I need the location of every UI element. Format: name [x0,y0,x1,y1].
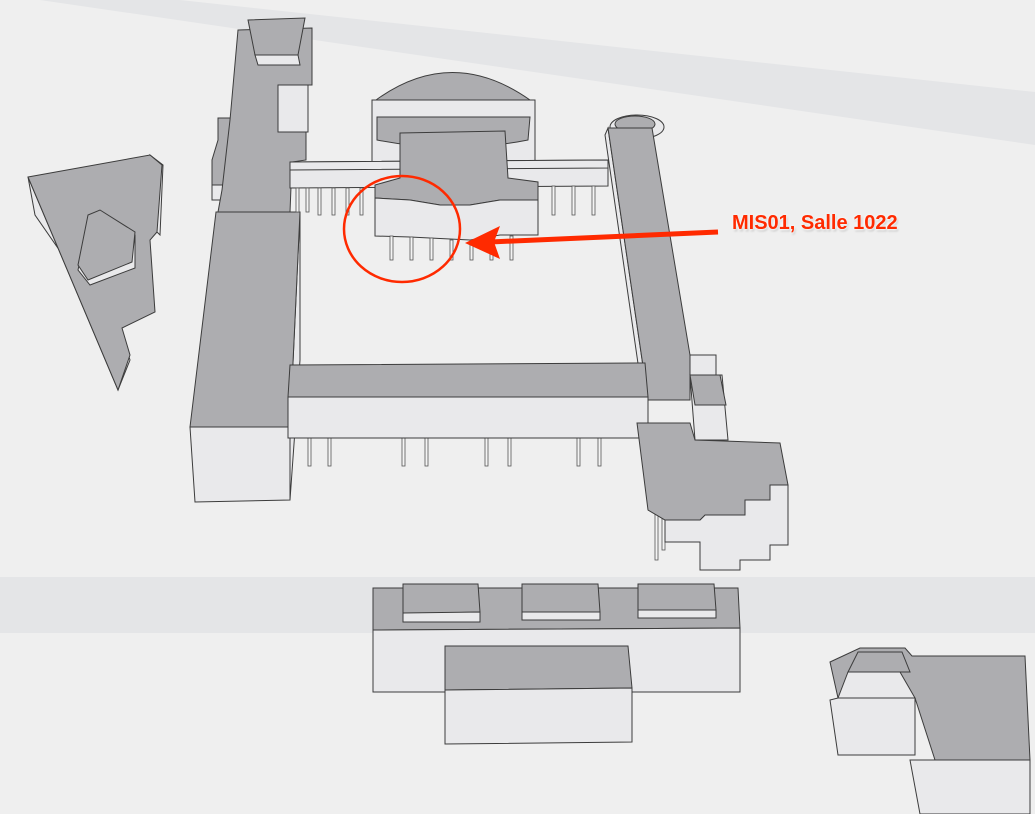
building-northwest-wing[interactable] [211,17,313,213]
pillar [509,235,514,261]
building-corner-southeast[interactable] [829,647,1031,814]
pillar [424,437,429,467]
pillar [305,187,310,213]
arrow-shaft [489,229,719,245]
pillar [654,509,659,561]
pillar [327,437,332,467]
pillar [389,235,394,261]
pillar [429,237,434,261]
highlight-circle [342,174,462,284]
annotation-callout [342,174,719,284]
building-courtyard-south[interactable] [287,362,649,439]
pillar [551,185,556,216]
pillar [591,185,596,216]
pillar [295,187,300,213]
building-east-wing[interactable] [604,114,729,441]
pillar [449,239,454,261]
pillar [409,236,414,261]
pillar [345,187,350,216]
arrow-head [465,226,500,259]
pillar [597,437,602,467]
pillar [507,437,512,467]
pillar [307,437,312,467]
pillar [571,185,576,216]
building-west-long[interactable] [189,211,301,503]
building-southeast[interactable] [636,422,789,571]
building-south-block[interactable] [372,583,741,745]
pillar [484,437,489,467]
room-label: MIS01, Salle 1022 [732,212,898,234]
pillar [401,437,406,467]
pillar [331,187,336,216]
pillar [359,187,364,216]
building-west-triangle[interactable] [27,153,164,392]
pillar [317,187,322,216]
road-diagonal [40,0,1035,145]
building-central-dome[interactable] [289,72,609,241]
pillar [576,437,581,467]
